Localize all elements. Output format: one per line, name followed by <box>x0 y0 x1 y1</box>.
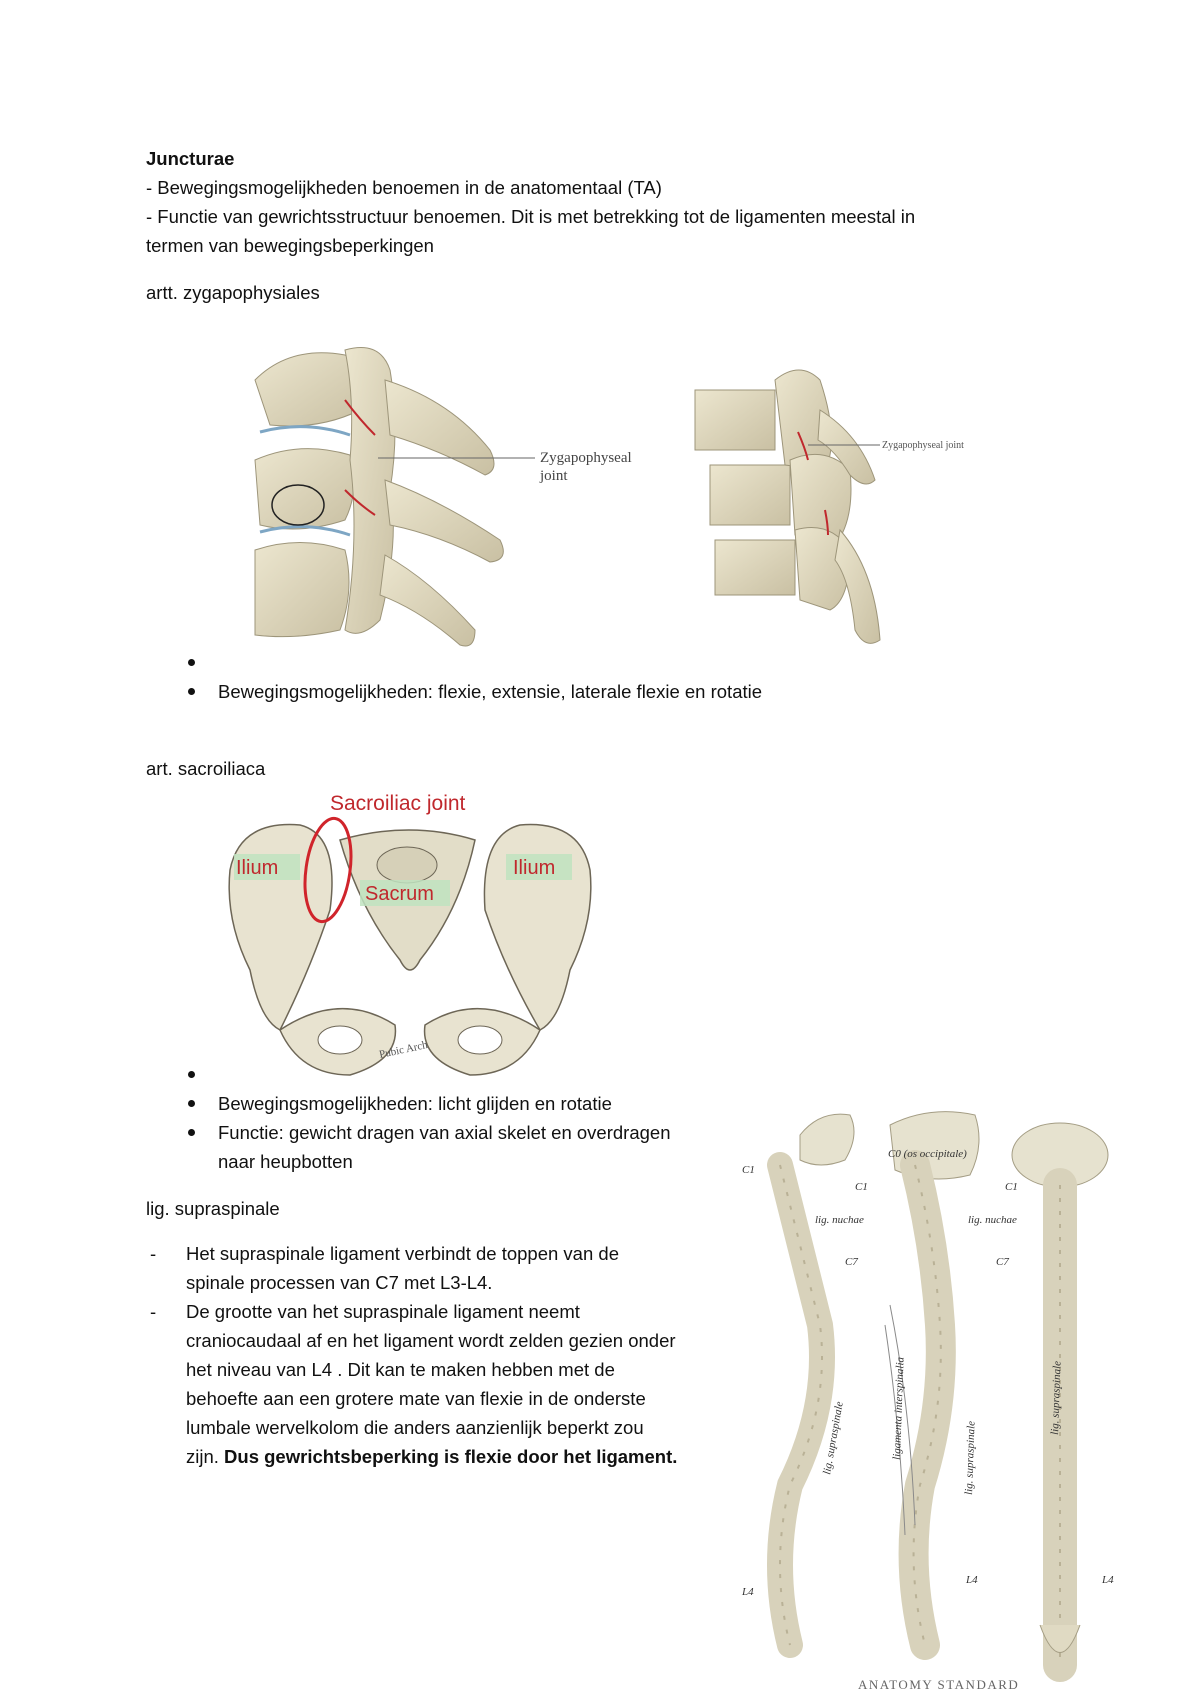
anatomy-standard-watermark: ANATOMY STANDARD <box>858 1677 1019 1692</box>
intro-line-2: - Functie van gewrichtsstructuur benoeme… <box>146 206 916 227</box>
pelvis-figure: Sacroiliac joint Ilium Sacrum Ilium Pubi… <box>220 790 600 1090</box>
supra-item2-line-4: behoefte aan een grotere mate van flexie… <box>186 1388 646 1409</box>
section-title-sacroiliaca: art. sacroiliaca <box>146 758 266 779</box>
spine-lig-nuchae-b: lig. nuchae <box>815 1214 864 1226</box>
sacroiliac-joint-label: Sacroiliac joint <box>330 792 466 815</box>
bullet-empty-2 <box>188 1071 195 1078</box>
bullet-sacro-1 <box>188 1100 195 1107</box>
zyg-movement-text: Bewegingsmogelijkheden: flexie, extensie… <box>218 681 763 702</box>
zygapophyseal-joint-label-2: joint <box>539 468 568 484</box>
supra-item2-line-6: zijn. Dus gewrichtsbeperking is flexie d… <box>186 1442 677 1471</box>
sacro-movement-text: Bewegingsmogelijkheden: licht glijden en… <box>218 1093 612 1114</box>
supra-last-plain: zijn. <box>186 1446 225 1467</box>
spine-ligaments-figure: C1 L4 lig. supraspinale C0 (os occipital… <box>740 1105 1120 1695</box>
bullet-sacro-2 <box>188 1129 195 1136</box>
intro-line-3: termen van bewegingsbeperkingen <box>146 235 434 256</box>
zygapophyseal-joint-label-right: Zygapophyseal joint <box>882 440 964 451</box>
spine-lig-supra-b: lig. supraspinale <box>963 1421 978 1495</box>
sacrum-label: Sacrum <box>365 883 434 905</box>
spine-c7-c: C7 <box>996 1256 1009 1268</box>
bullet-empty-1 <box>188 659 195 666</box>
supra-item1-line-2: spinale processen van C7 met L3-L4. <box>186 1272 493 1293</box>
spine-l4-c: L4 <box>1101 1574 1114 1586</box>
intro-line-1: - Bewegingsmogelijkheden benoemen in de … <box>146 177 662 198</box>
section-title-supraspinale: lig. supraspinale <box>146 1198 280 1219</box>
heading: Juncturae <box>146 148 235 169</box>
ilium-right-label: Ilium <box>513 857 555 879</box>
dash-2: - <box>150 1301 157 1322</box>
spine-c1-c: C1 <box>1005 1181 1018 1193</box>
zygapophyseal-joint-label-1: Zygapophyseal <box>540 450 632 466</box>
supra-item2-line-1: De grootte van het supraspinale ligament… <box>186 1301 580 1322</box>
sacro-function-line-1: Functie: gewicht dragen van axial skelet… <box>218 1122 671 1143</box>
section-title-zygapophysiales: artt. zygapophysiales <box>146 282 320 303</box>
lumbar-vertebrae-figure: Zygapophyseal joint <box>690 360 980 660</box>
spine-c7-b: C7 <box>845 1256 858 1268</box>
spine-l4-a: L4 <box>741 1586 754 1598</box>
supra-item2-line-3: het niveau van L4 . Dit kan te maken heb… <box>186 1359 615 1380</box>
spine-c1-b: C1 <box>855 1181 868 1193</box>
spine-c0: C0 (os occipitale) <box>888 1148 967 1160</box>
supra-last-bold: Dus gewrichtsbeperking is flexie door he… <box>224 1446 678 1467</box>
cervical-vertebrae-figure: Zygapophyseal joint <box>250 340 670 660</box>
spine-c1-a: C1 <box>742 1164 755 1176</box>
spine-l4-b: L4 <box>965 1574 978 1586</box>
supra-item1-line-1: Het supraspinale ligament verbindt de to… <box>186 1243 619 1264</box>
spine-lig-nuchae-c: lig. nuchae <box>968 1214 1017 1226</box>
supra-item2-line-5: lumbale wervelkolom die anders aanzienli… <box>186 1417 644 1438</box>
supra-item2-line-2: craniocaudaal af en het ligament wordt z… <box>186 1330 676 1351</box>
bullet-zyg <box>188 688 195 695</box>
spine-lig-supra-c: lig. supraspinale <box>1049 1361 1064 1435</box>
dash-1: - <box>150 1243 157 1264</box>
spine-lig-inter: ligamenta interspinalia <box>891 1356 907 1460</box>
ilium-left-label: Ilium <box>236 857 278 879</box>
sacro-function-line-2: naar heupbotten <box>218 1151 353 1172</box>
